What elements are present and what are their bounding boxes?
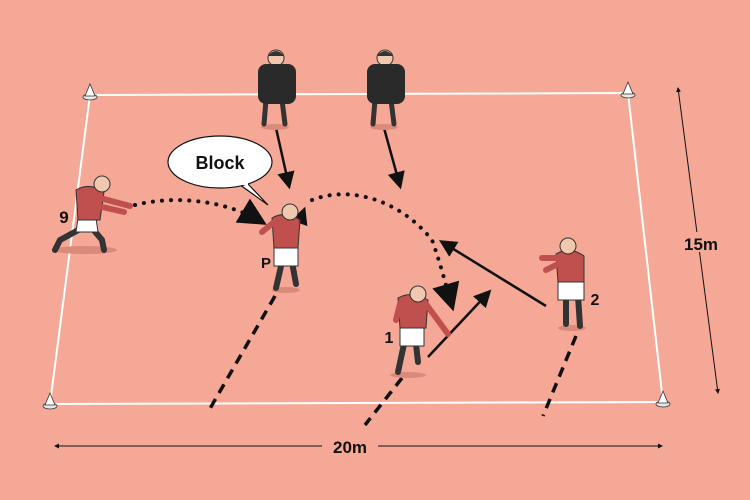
depth-dimension-label: 15m xyxy=(684,235,718,254)
support-line-runner-2 xyxy=(541,335,578,417)
cone-top-left xyxy=(82,82,98,101)
pass-line-pivot-to-1 xyxy=(310,192,460,312)
defender-2-with-shield xyxy=(367,49,405,130)
defender-2-run-arrow xyxy=(382,127,405,190)
defender-1-with-shield xyxy=(258,49,296,130)
support-line-pivot xyxy=(206,295,277,413)
pass-line-9-to-pivot xyxy=(133,198,267,225)
block-callout: Block xyxy=(167,135,273,206)
player-pivot-label: P xyxy=(261,255,271,272)
support-line-runner-1 xyxy=(363,376,404,427)
width-label-bg xyxy=(322,436,378,456)
player-1 xyxy=(390,285,451,378)
player-pivot xyxy=(259,203,301,293)
runner-1-run-arrow xyxy=(427,289,492,358)
width-dimension-label: 20m xyxy=(333,438,367,457)
block-callout-text: Block xyxy=(195,153,245,173)
tackle-shield-1 xyxy=(258,64,296,104)
runner-2-run-arrow xyxy=(439,240,547,308)
cone-bottom-left xyxy=(42,391,58,410)
cone-top-right xyxy=(620,80,636,99)
player-9 xyxy=(52,175,133,254)
defender-1-run-arrow xyxy=(274,127,295,190)
tackle-shield-2 xyxy=(367,64,405,104)
player-2 xyxy=(539,237,586,331)
player-1-label: 1 xyxy=(385,330,394,347)
depth-label-bg xyxy=(680,232,722,252)
player-2-label: 2 xyxy=(591,292,600,309)
cone-bottom-right xyxy=(655,389,671,408)
player-9-label: 9 xyxy=(59,208,68,227)
